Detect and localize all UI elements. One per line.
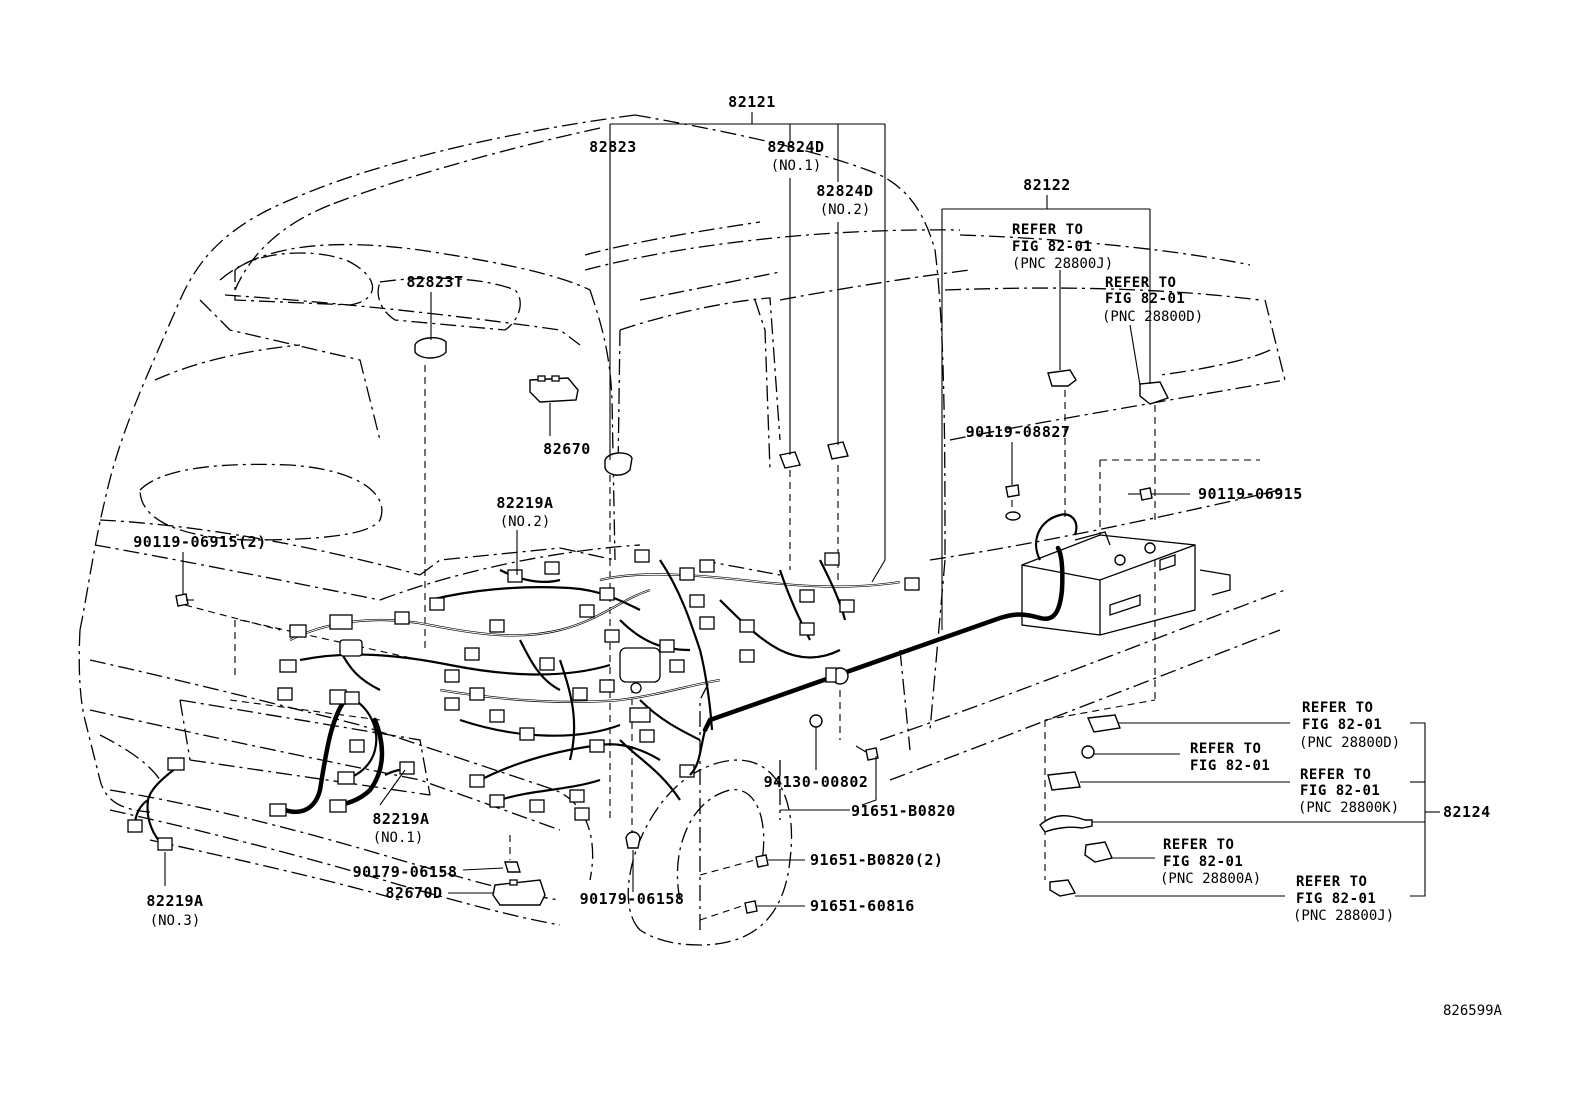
- label-82219a-no1: 82219A: [372, 810, 429, 828]
- label-91651-60816: 91651-60816: [810, 897, 915, 915]
- label-82824d-no2-sub: (NO.2): [820, 202, 871, 218]
- label-82824d-no1: 82824D: [767, 138, 824, 156]
- label-82823: 82823: [589, 138, 637, 156]
- label-82219a-no1-sub: (NO.1): [373, 830, 424, 846]
- battery-cable: [689, 513, 1078, 776]
- label-90119-06915: 90119-06915: [1198, 485, 1303, 503]
- harness-82219a-no1: [269, 689, 415, 817]
- label-90119-06915-2: 90119-06915(2): [133, 533, 266, 551]
- battery: [1021, 531, 1231, 636]
- label-82670d: 82670D: [385, 884, 442, 902]
- refer-r3-line1: REFER TO: [1300, 767, 1371, 783]
- part-labels: 82121 82823 82824D (NO.1) 82824D (NO.2) …: [133, 93, 1502, 1019]
- refer-r1-line1: REFER TO: [1302, 700, 1373, 716]
- label-82219a-no3-sub: (NO.3): [150, 913, 201, 929]
- harness-82219a-no3: [127, 757, 185, 851]
- label-90179-06158-b: 90179-06158: [580, 890, 685, 908]
- label-90179-06158-a: 90179-06158: [353, 863, 458, 881]
- small-parts: [175, 337, 1169, 914]
- refer-r3-line2: FIG 82-01: [1300, 783, 1380, 799]
- vehicle-body-outline: [78, 114, 1286, 946]
- refer-r5-line1: REFER TO: [1296, 874, 1367, 890]
- label-82219a-no2: 82219A: [496, 494, 553, 512]
- label-91651-b0820-2: 91651-B0820(2): [810, 851, 943, 869]
- label-82824d-no2: 82824D: [816, 182, 873, 200]
- label-82219a-no2-sub: (NO.2): [500, 514, 551, 530]
- label-90119-08827: 90119-08827: [966, 423, 1071, 441]
- refer-r2-line2: FIG 82-01: [1190, 758, 1270, 774]
- refer-r5-line3: (PNC 28800J): [1293, 908, 1394, 924]
- refer-top-d-line3: (PNC 28800D): [1102, 309, 1203, 325]
- label-82823t: 82823T: [406, 273, 463, 291]
- refer-top-d-line2: FIG 82-01: [1105, 291, 1185, 307]
- refer-r4-line2: FIG 82-01: [1163, 854, 1243, 870]
- refer-notes: REFER TO FIG 82-01 (PNC 28800J) REFER TO…: [1012, 222, 1400, 924]
- refer-top-j-line2: FIG 82-01: [1012, 239, 1092, 255]
- refer-r2-line1: REFER TO: [1190, 741, 1261, 757]
- label-91651-b0820: 91651-B0820: [851, 802, 956, 820]
- refer-r4-line3: (PNC 28800A): [1160, 871, 1261, 887]
- refer-r5-line2: FIG 82-01: [1296, 891, 1376, 907]
- refer-top-j-line1: REFER TO: [1012, 222, 1083, 238]
- label-82824d-no1-sub: (NO.1): [771, 158, 822, 174]
- label-82670: 82670: [543, 440, 591, 458]
- label-82121: 82121: [728, 93, 776, 111]
- refer-top-d-line1: REFER TO: [1105, 275, 1176, 291]
- label-82219a-no3: 82219A: [146, 892, 203, 910]
- refer-r4-line1: REFER TO: [1163, 837, 1234, 853]
- refer-top-j-line3: (PNC 28800J): [1012, 256, 1113, 272]
- label-82122: 82122: [1023, 176, 1071, 194]
- diagram-id: 826599A: [1443, 1003, 1503, 1019]
- refer-r1-line2: FIG 82-01: [1302, 717, 1382, 733]
- refer-r1-line3: (PNC 28800D): [1299, 735, 1400, 751]
- label-82124: 82124: [1443, 803, 1491, 821]
- leader-lines: [164, 112, 1440, 907]
- harness-connectors: [277, 549, 920, 821]
- refer-r3-line3: (PNC 28800K): [1298, 800, 1399, 816]
- label-94130-00802: 94130-00802: [764, 773, 869, 791]
